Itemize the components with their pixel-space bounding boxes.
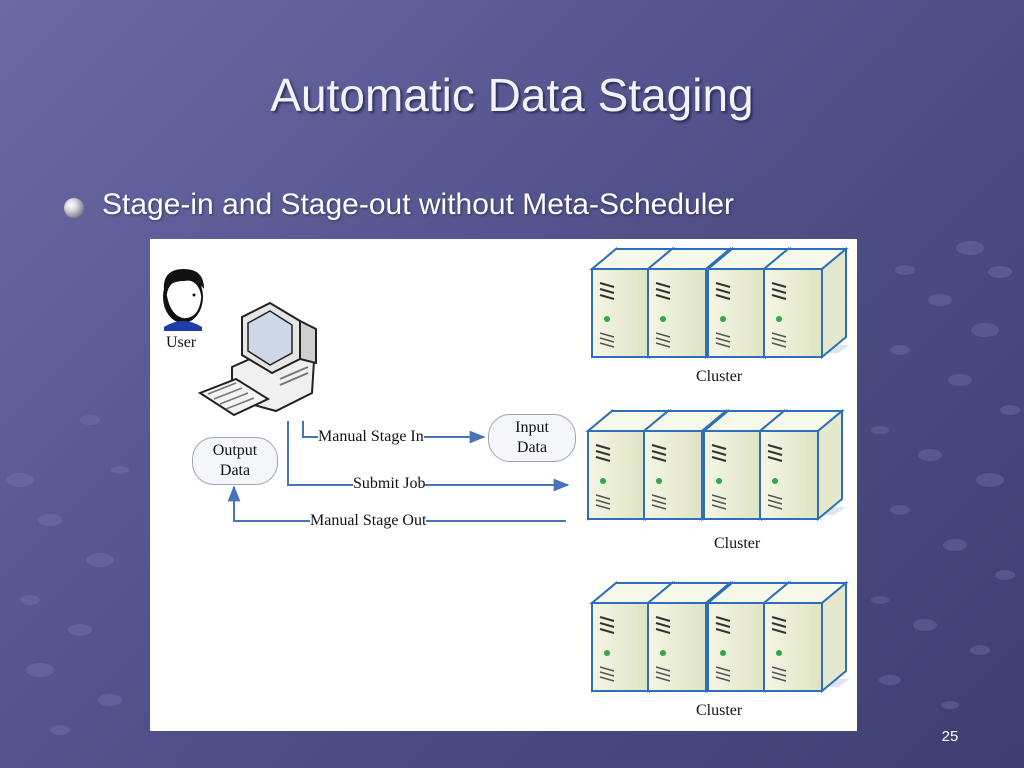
cluster-3-label: Cluster xyxy=(696,702,743,720)
input-data-line1: Input xyxy=(515,419,549,436)
computer-icon xyxy=(197,301,317,417)
cluster-3-servers xyxy=(591,582,850,692)
cluster-1-servers xyxy=(591,248,850,358)
page-number: 25 xyxy=(941,728,959,745)
slide-title: Automatic Data Staging xyxy=(270,69,754,121)
staging-diagram: User Output Data Input Data Manual Stage… xyxy=(150,239,857,731)
input-data-node: Input Data xyxy=(488,414,576,462)
arrow-submit-job xyxy=(287,421,570,492)
user-label: User xyxy=(166,334,197,352)
submit-job-label: Submit Job xyxy=(353,475,426,493)
output-data-line2: Data xyxy=(219,462,251,479)
output-data-line1: Output xyxy=(212,442,258,459)
user-icon xyxy=(163,269,204,331)
cluster-2-label: Cluster xyxy=(714,535,761,553)
diagram-graphics xyxy=(163,248,850,692)
arrow-stage-out xyxy=(227,485,566,522)
cluster-1-label: Cluster xyxy=(696,368,743,386)
cluster-2-servers xyxy=(587,410,846,520)
bullet-icon xyxy=(64,198,84,218)
stage-in-label: Manual Stage In xyxy=(318,428,424,446)
output-data-node: Output Data xyxy=(192,437,278,485)
bullet-text: Stage-in and Stage-out without Meta-Sche… xyxy=(102,188,735,221)
input-data-line2: Data xyxy=(516,439,548,456)
stage-out-label: Manual Stage Out xyxy=(310,512,427,530)
